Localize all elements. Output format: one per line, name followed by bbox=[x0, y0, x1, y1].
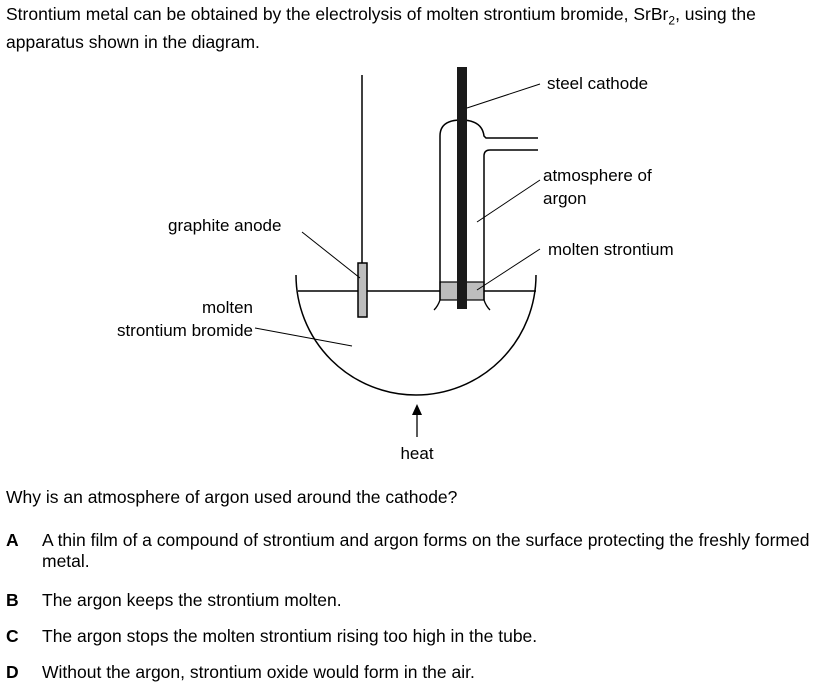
intro-text-line1-end: , using the bbox=[675, 4, 756, 24]
option-letter: B bbox=[6, 590, 19, 610]
argon-tube-inner bbox=[483, 149, 538, 300]
leader-molten-bromide bbox=[254, 327, 353, 347]
label-graphite-anode: graphite anode bbox=[168, 216, 281, 235]
electrolysis-apparatus-diagram: steel cathode atmosphere of argon graphi… bbox=[117, 67, 674, 463]
leader-graphite-anode bbox=[301, 231, 361, 279]
option-text: Without the argon, strontium oxide would… bbox=[42, 662, 475, 682]
label-argon: argon bbox=[543, 189, 586, 208]
question-text: Why is an atmosphere of argon used aroun… bbox=[6, 487, 458, 507]
option-letter: C bbox=[6, 626, 19, 646]
subscript-2: 2 bbox=[668, 13, 676, 28]
tube-lip-right bbox=[483, 299, 491, 311]
option-c[interactable]: C The argon stops the molten strontium r… bbox=[6, 626, 832, 648]
steel-cathode-rod bbox=[457, 67, 467, 309]
option-text: The argon keeps the strontium molten. bbox=[42, 590, 342, 610]
option-a[interactable]: A A thin film of a compound of strontium… bbox=[6, 530, 832, 574]
label-heat: heat bbox=[400, 444, 433, 463]
tube-lip-left bbox=[433, 299, 441, 311]
option-text: The argon stops the molten strontium ris… bbox=[42, 626, 538, 646]
argon-tube bbox=[439, 119, 538, 300]
intro-text-line1: Strontium metal can be obtained by the e… bbox=[6, 4, 669, 24]
graphite-anode-rod bbox=[357, 262, 368, 318]
question-intro: Strontium metal can be obtained by the e… bbox=[6, 4, 832, 53]
label-molten-strontium: molten strontium bbox=[548, 240, 674, 259]
label-steel-cathode: steel cathode bbox=[547, 74, 648, 93]
option-letter: D bbox=[6, 662, 19, 682]
leader-argon bbox=[476, 179, 541, 223]
leader-molten-strontium bbox=[476, 248, 541, 291]
heat-arrow-head bbox=[412, 404, 422, 415]
option-b[interactable]: B The argon keeps the strontium molten. bbox=[6, 590, 832, 612]
label-molten: molten bbox=[202, 298, 253, 317]
intro-text-line2: apparatus shown in the diagram. bbox=[6, 31, 260, 52]
option-text: A thin film of a compound of strontium a… bbox=[42, 530, 810, 571]
label-strontium-bromide: strontium bromide bbox=[117, 321, 253, 340]
bath-bowl bbox=[295, 274, 537, 396]
label-atmosphere-of: atmosphere of bbox=[543, 166, 652, 185]
option-letter: A bbox=[6, 530, 19, 550]
leader-steel-cathode bbox=[466, 83, 541, 109]
option-d[interactable]: D Without the argon, strontium oxide wou… bbox=[6, 662, 832, 684]
